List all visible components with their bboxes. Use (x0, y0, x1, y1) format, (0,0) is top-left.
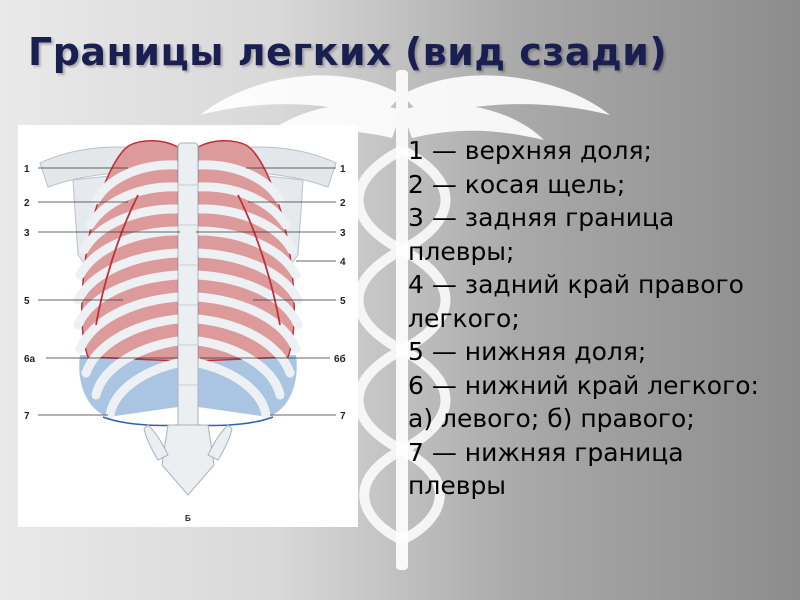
plate-letter: Б (185, 514, 191, 523)
legend-item: 3 — задняя граница плевры; (408, 203, 675, 266)
lung-borders-illustration: 1 2 3 5 6а 7 1 2 3 4 5 6б 7 Б (18, 125, 358, 527)
legend-item: 1 — верхняя доля; (408, 136, 652, 165)
legend-item: 4 — задний край правого легкого; (408, 270, 744, 333)
label-left-2: 2 (24, 198, 30, 209)
label-right-4: 4 (340, 257, 346, 268)
legend-item: 6 — нижний край легкого: а) левого; б) п… (408, 370, 759, 434)
label-right-7: 7 (340, 411, 346, 422)
label-left-7: 7 (24, 411, 30, 422)
label-left-6a: 6а (24, 354, 36, 365)
label-right-3: 3 (340, 228, 346, 239)
label-left-5: 5 (24, 296, 30, 307)
slide-title: Границы легких (вид сзади) (28, 30, 668, 74)
legend-item: 2 — косая щель; (408, 169, 626, 199)
legend-list: 1 — верхняя доля; 2 — косая щель; 3 — за… (408, 134, 788, 503)
label-right-5: 5 (340, 296, 346, 307)
label-right-6b: 6б (334, 353, 346, 365)
label-left-1: 1 (24, 164, 30, 175)
legend-item: 5 — нижняя доля; (408, 337, 647, 366)
legend-item: 7 — нижняя граница плевры (408, 437, 684, 501)
label-right-2: 2 (340, 198, 346, 209)
label-left-3: 3 (24, 228, 30, 239)
label-right-1: 1 (340, 164, 346, 175)
